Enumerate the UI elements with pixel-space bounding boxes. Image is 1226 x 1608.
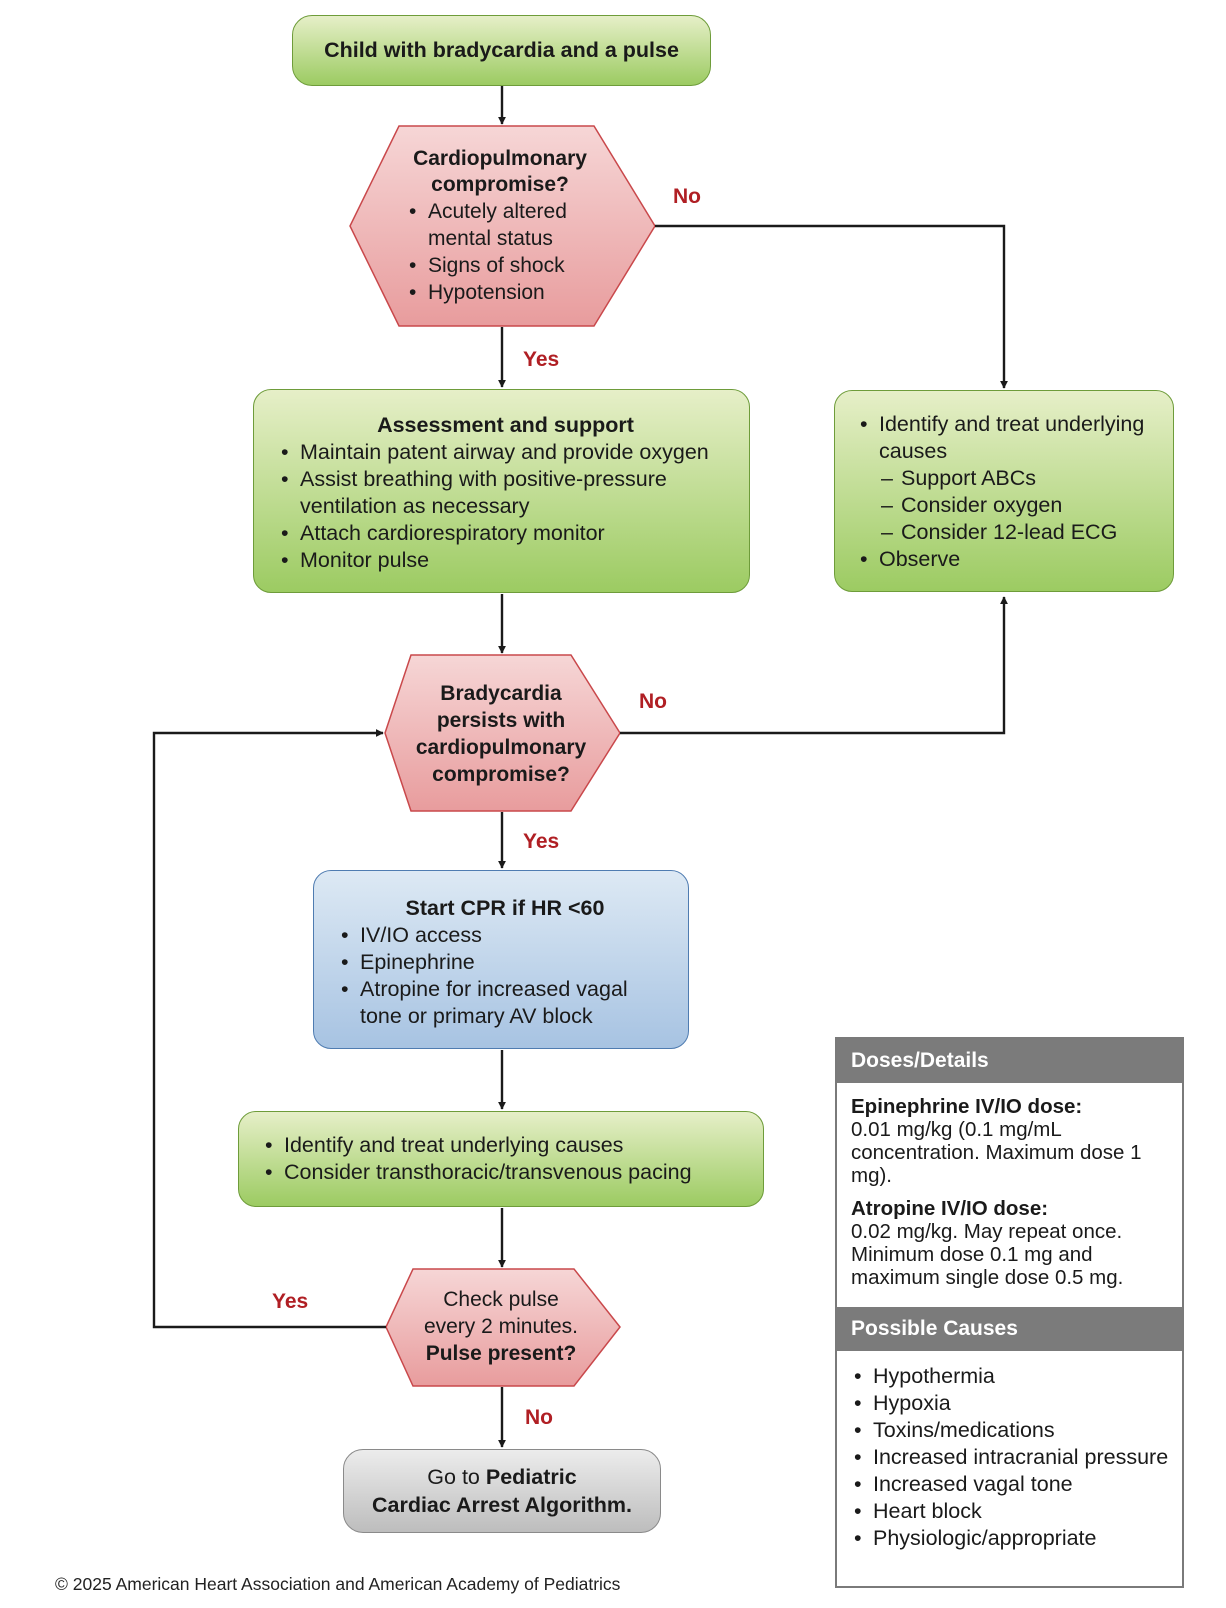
- copyright-notice: © 2025 American Heart Association and Am…: [55, 1574, 621, 1594]
- list-item: Atropine for increased vagal tone or pri…: [338, 976, 672, 1030]
- decision-hexagon-bradycardia-persists: [384, 654, 621, 812]
- list-item: Increased vagal tone: [851, 1471, 1174, 1498]
- goto-arrest-algorithm-box: Go to Pediatric Cardiac Arrest Algorithm…: [343, 1449, 661, 1533]
- arrow-decision2-no: [620, 596, 1008, 735]
- start-cpr-box: Start CPR if HR <60 IV/IO access Epineph…: [313, 870, 689, 1049]
- assessment-title: Assessment and support: [377, 413, 634, 437]
- decision1-text: Cardiopulmonary compromise? Acutely alte…: [400, 146, 600, 306]
- list-item: Observe: [857, 546, 1157, 573]
- list-item: Consider oxygen: [879, 492, 1157, 519]
- list-item: Hypotension: [406, 279, 600, 306]
- epinephrine-dose-text: 0.01 mg/kg (0.1 mg/mL concentration. Max…: [851, 1118, 1142, 1187]
- start-box: Child with bradycardia and a pulse: [292, 15, 711, 86]
- decision3-text: Check pulse every 2 minutes. Pulse prese…: [403, 1286, 599, 1367]
- decision1-no-label: No: [673, 185, 701, 208]
- doses-header: Doses/Details: [837, 1039, 1182, 1083]
- identify-item1: Identify and treat underlying causes: [879, 412, 1145, 463]
- list-item: Support ABCs: [879, 465, 1157, 492]
- assessment-support-box: Assessment and support Maintain patent a…: [253, 389, 750, 593]
- decision1-yes-label: Yes: [523, 348, 560, 371]
- goto-prefix: Go to: [427, 1465, 486, 1489]
- arrow-decision1-no: [655, 224, 1008, 389]
- decision3-line1: Check pulse: [443, 1288, 559, 1311]
- decision3-line3: Pulse present?: [425, 1342, 577, 1365]
- atropine-dose-title: Atropine IV/IO dose:: [851, 1197, 1049, 1220]
- goto-bold1: Pediatric: [485, 1465, 577, 1489]
- list-item: Physiologic/appropriate: [851, 1525, 1174, 1552]
- list-item: Hypoxia: [851, 1390, 1174, 1417]
- arrow-decision3-yes-loop: [152, 729, 386, 1329]
- treat-bullets: Identify and treat underlying causes Con…: [262, 1132, 753, 1186]
- list-item: Consider 12-lead ECG: [879, 519, 1157, 546]
- list-item: Increased intracranial pressure: [851, 1444, 1174, 1471]
- list-item: Epinephrine: [338, 949, 672, 976]
- decision1-bullets: Acutely altered mental status Signs of s…: [406, 198, 600, 306]
- list-item: Identify and treat underlying causes: [262, 1132, 753, 1159]
- identify-bullets: Identify and treat underlying causes Sup…: [857, 411, 1157, 573]
- goto-bold2: Cardiac Arrest Algorithm.: [371, 1493, 633, 1517]
- decision1-title: Cardiopulmonary compromise?: [413, 147, 587, 196]
- doses-details-panel: Doses/Details Epinephrine IV/IO dose: 0.…: [835, 1037, 1184, 1588]
- decision3-line2: every 2 minutes.: [423, 1315, 579, 1338]
- possible-causes-list: Hypothermia Hypoxia Toxins/medications I…: [851, 1363, 1174, 1552]
- doses-body: Epinephrine IV/IO dose: 0.01 mg/kg (0.1 …: [837, 1083, 1182, 1307]
- start-label: Child with bradycardia and a pulse: [324, 38, 679, 62]
- cpr-bullets: IV/IO access Epinephrine Atropine for in…: [338, 922, 672, 1030]
- decision3-yes-label: Yes: [272, 1290, 309, 1313]
- epinephrine-dose-title: Epinephrine IV/IO dose:: [851, 1095, 1083, 1118]
- causes-header: Possible Causes: [837, 1307, 1182, 1351]
- list-item: Monitor pulse: [278, 547, 733, 574]
- identify-observe-box: Identify and treat underlying causes Sup…: [834, 390, 1174, 592]
- list-item: Attach cardiorespiratory monitor: [278, 520, 733, 547]
- treat-pacing-box: Identify and treat underlying causes Con…: [238, 1111, 764, 1207]
- decision2-text: Bradycardia persists with cardiopulmonar…: [415, 682, 587, 786]
- list-item: Signs of shock: [406, 252, 600, 279]
- decision2-yes-label: Yes: [523, 830, 560, 853]
- list-item: Acutely altered mental status: [406, 198, 600, 252]
- list-item: Identify and treat underlying causes Sup…: [857, 411, 1157, 546]
- list-item: Heart block: [851, 1498, 1174, 1525]
- assessment-bullets: Maintain patent airway and provide oxyge…: [278, 439, 733, 574]
- identify-sub-list: Support ABCs Consider oxygen Consider 12…: [879, 465, 1157, 546]
- list-item: Assist breathing with positive-pressure …: [278, 466, 733, 520]
- list-item: Consider transthoracic/transvenous pacin…: [262, 1159, 753, 1186]
- list-item: Toxins/medications: [851, 1417, 1174, 1444]
- decision2-no-label: No: [639, 690, 667, 713]
- list-item: Maintain patent airway and provide oxyge…: [278, 439, 733, 466]
- list-item: IV/IO access: [338, 922, 672, 949]
- atropine-dose-text: 0.02 mg/kg. May repeat once. Minimum dos…: [851, 1220, 1124, 1289]
- list-item: Hypothermia: [851, 1363, 1174, 1390]
- cpr-title: Start CPR if HR <60: [405, 896, 605, 920]
- decision3-no-label: No: [525, 1406, 553, 1429]
